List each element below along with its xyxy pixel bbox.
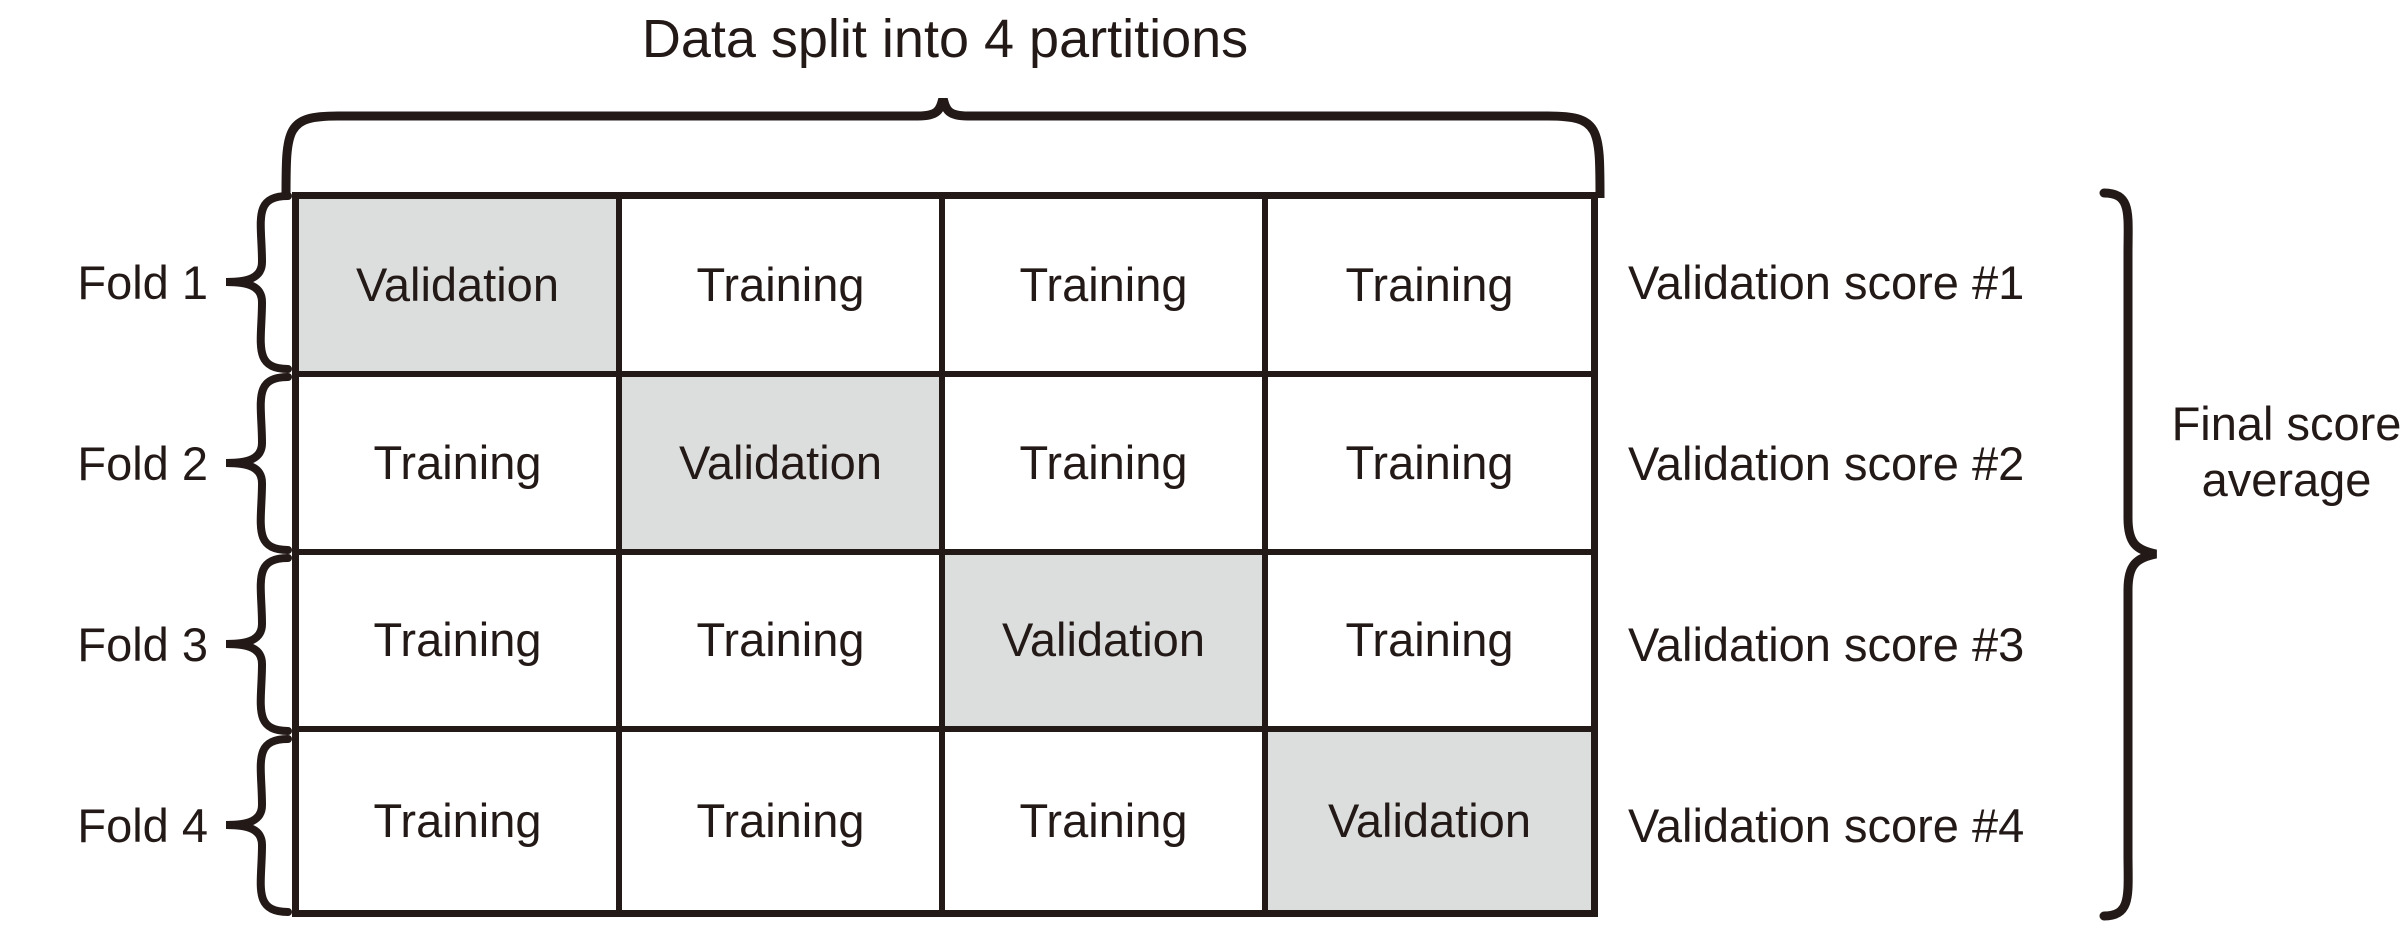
partition-grid: Validation Training Training Training Tr…: [292, 192, 1598, 917]
cell-fold3-part1[interactable]: Training: [299, 554, 622, 733]
cell-fold1-part2[interactable]: Training: [622, 199, 945, 377]
cell-fold3-part3[interactable]: Validation: [945, 554, 1268, 733]
cell-fold2-part4[interactable]: Training: [1268, 376, 1591, 555]
partitions-brace-icon: [278, 96, 1608, 203]
validation-score-label-1: Validation score #1: [1628, 256, 2025, 309]
cell-fold4-part1[interactable]: Training: [299, 732, 622, 910]
fold-label-2: Fold 2: [77, 437, 208, 490]
validation-score-label-2: Validation score #2: [1628, 437, 2025, 490]
cell-fold4-part4[interactable]: Validation: [1268, 732, 1591, 910]
cell-fold1-part4[interactable]: Training: [1268, 199, 1591, 377]
cell-fold2-part3[interactable]: Training: [945, 376, 1268, 555]
fold-brace-3-icon: [222, 554, 294, 735]
cell-fold1-part3[interactable]: Training: [945, 199, 1268, 377]
final-score-line-2: average: [2201, 453, 2372, 506]
figure-title: Data split into 4 partitions: [641, 9, 1249, 69]
cell-fold4-part3[interactable]: Training: [945, 732, 1268, 910]
validation-score-label-3: Validation score #3: [1628, 618, 2025, 671]
fold-label-4: Fold 4: [77, 799, 208, 852]
fold-brace-2-icon: [222, 373, 294, 554]
final-score-label: Final score average: [2168, 396, 2405, 508]
validation-score-label-4: Validation score #4: [1628, 799, 2025, 852]
fold-label-3: Fold 3: [77, 618, 208, 671]
cell-fold3-part2[interactable]: Training: [622, 554, 945, 733]
cell-fold4-part2[interactable]: Training: [622, 732, 945, 910]
cell-fold2-part1[interactable]: Training: [299, 376, 622, 555]
cell-fold2-part2[interactable]: Validation: [622, 376, 945, 555]
cell-fold1-part1[interactable]: Validation: [299, 199, 622, 377]
fold-brace-1-icon: [222, 192, 294, 373]
final-score-brace-icon: [2098, 188, 2160, 921]
final-score-line-1: Final score: [2171, 397, 2402, 450]
cell-fold3-part4[interactable]: Training: [1268, 554, 1591, 733]
fold-brace-4-icon: [222, 735, 294, 916]
fold-label-1: Fold 1: [77, 256, 208, 309]
